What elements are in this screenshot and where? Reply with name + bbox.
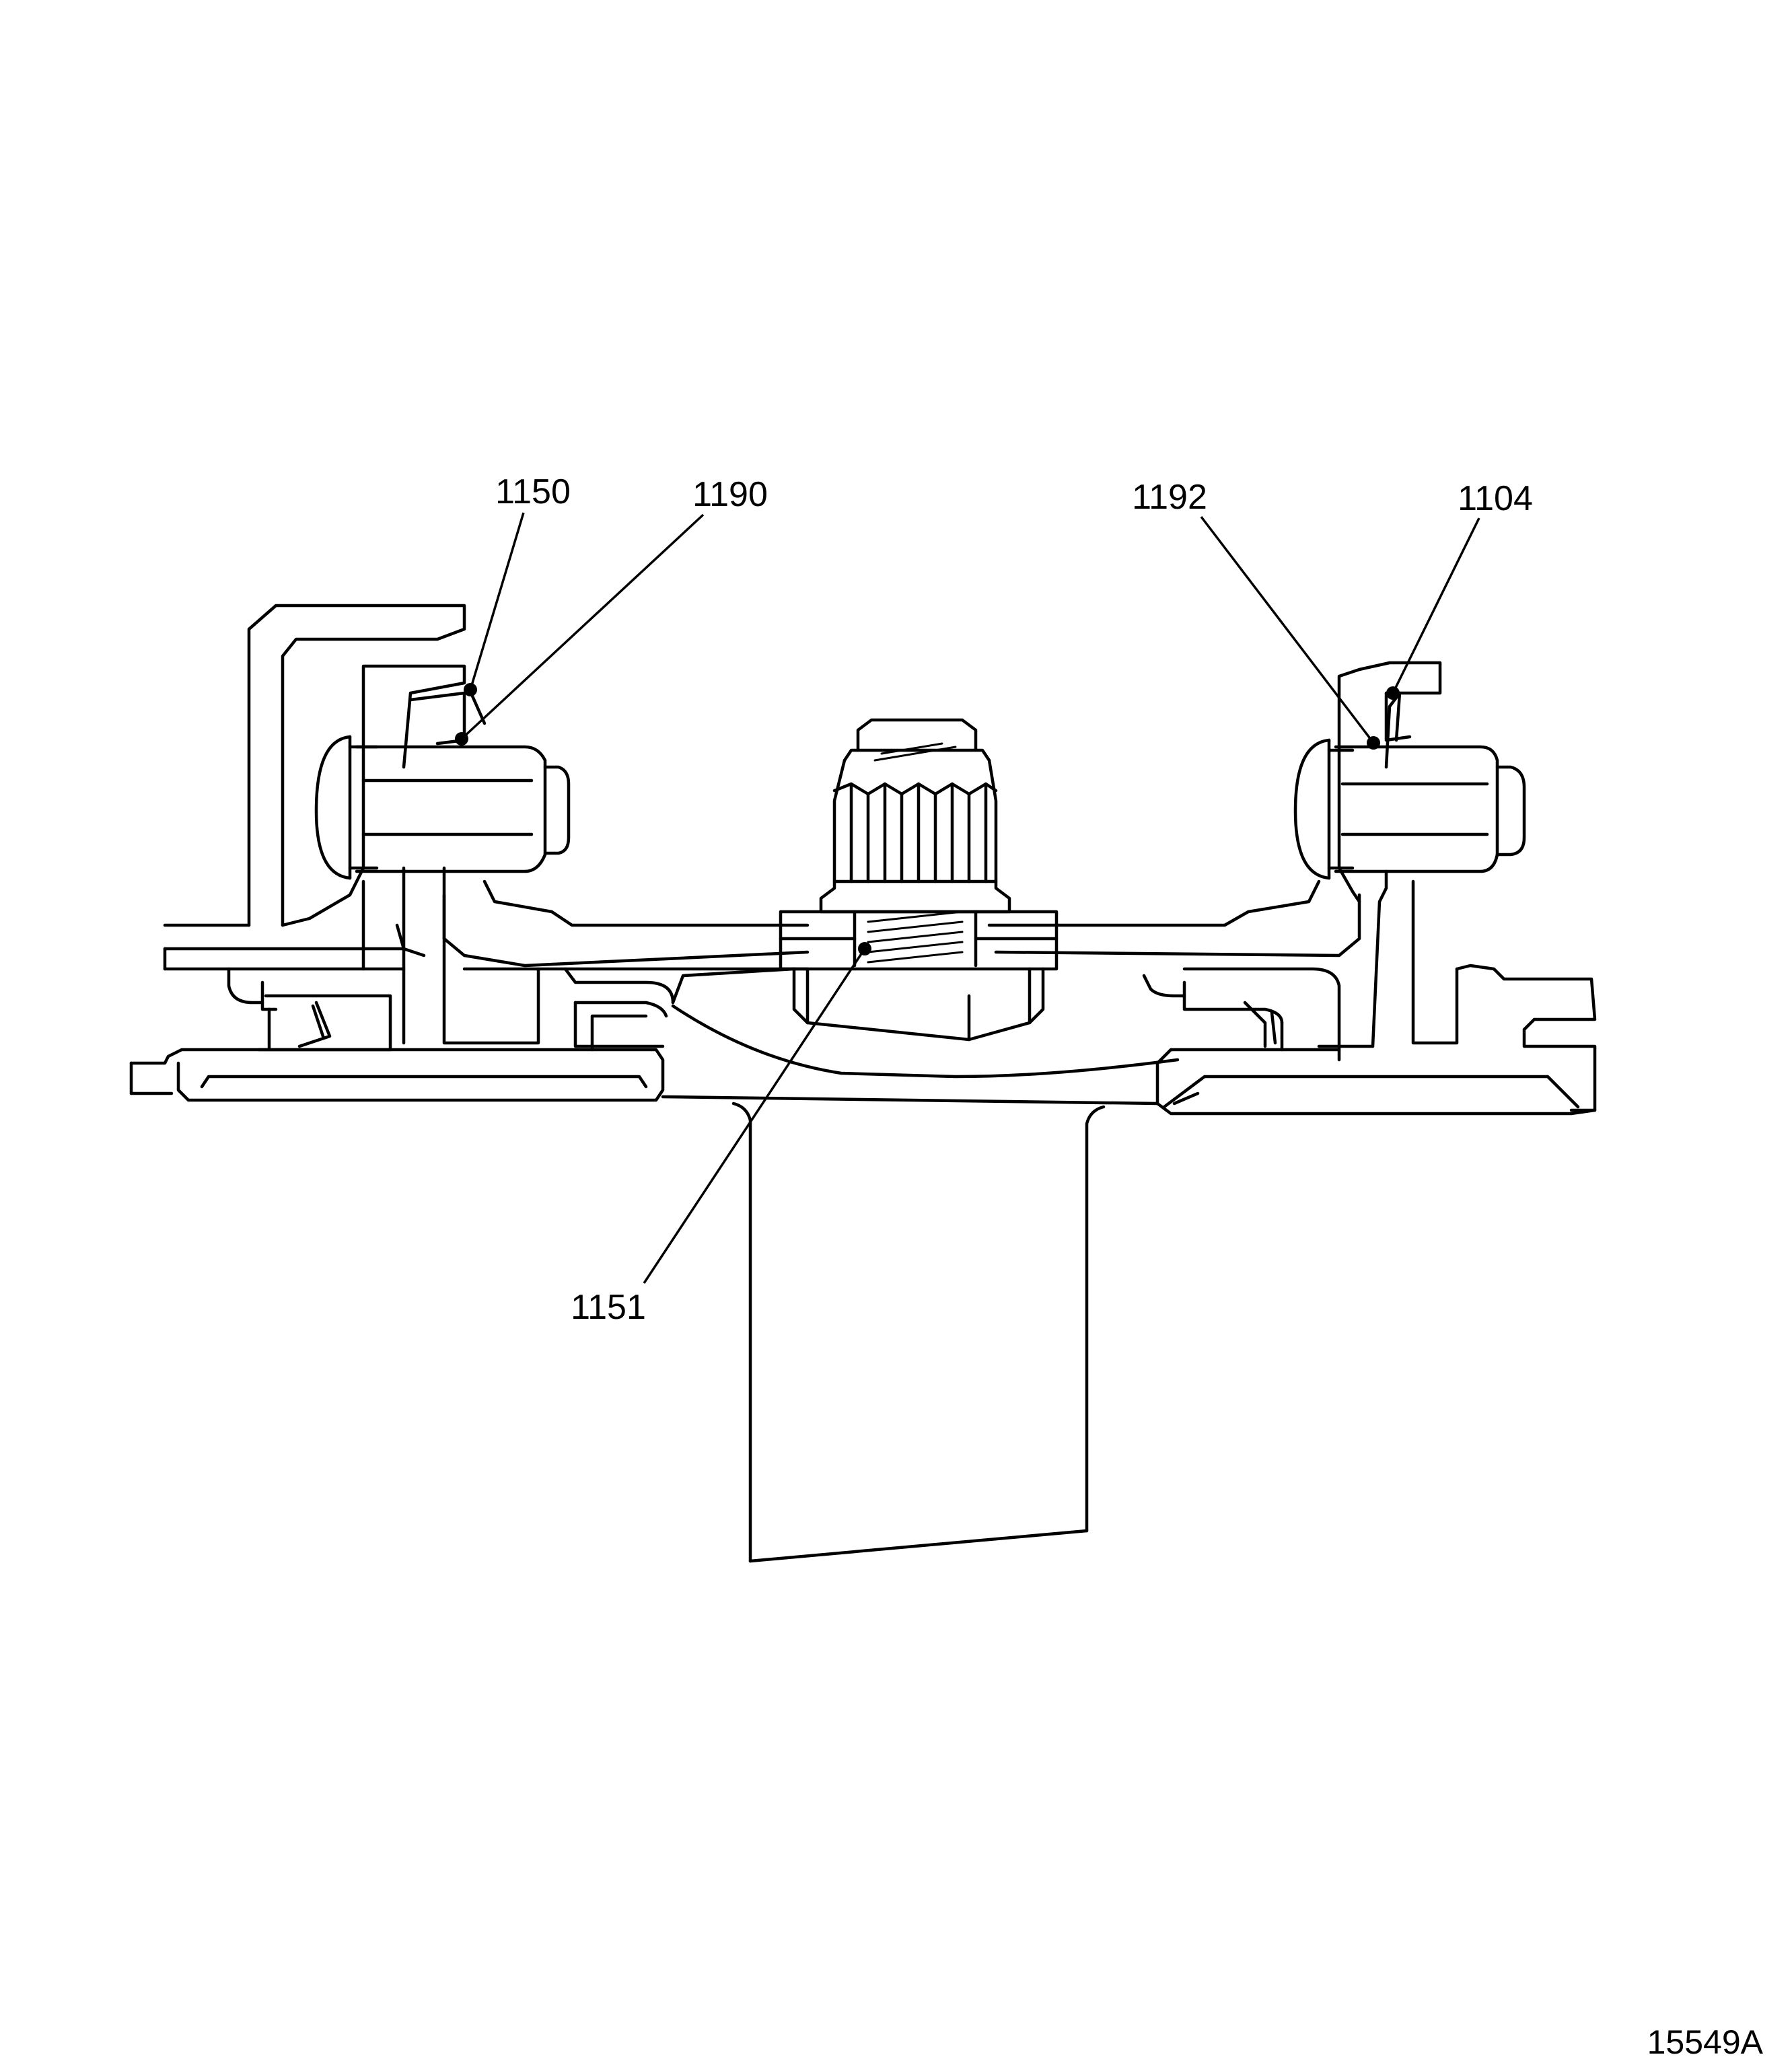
callout-1190: 1190: [692, 475, 768, 514]
left-housing: [163, 604, 466, 971]
leader-dot-1104: [1386, 686, 1400, 700]
leader-dot-1150: [464, 683, 477, 696]
callout-leaders: [455, 512, 1480, 1284]
callout-1150: 1150: [495, 472, 571, 511]
leader-1192: [1200, 515, 1375, 744]
leader-dot-1190: [455, 732, 468, 746]
center-tube: [661, 1004, 1180, 1563]
leader-1104: [1392, 517, 1480, 694]
right-housing: [1293, 661, 1526, 1048]
leader-1190: [460, 513, 705, 740]
center-bolt-stack: [779, 718, 1059, 1042]
left-lower-channel: [129, 866, 796, 1102]
center-beam: [163, 879, 1361, 971]
figure-id: 15549A: [1647, 2023, 1764, 2061]
leader-1151: [643, 948, 866, 1284]
leader-dot-1192: [1367, 736, 1380, 750]
right-lower-channel: [1142, 879, 1597, 1116]
left-stud: [355, 691, 571, 873]
callout-1151: 1151: [571, 1288, 646, 1327]
leader-1150: [469, 512, 525, 690]
callout-labels: 1150 1190 1192 1104 1151: [495, 472, 1533, 1327]
callout-1104: 1104: [1458, 479, 1533, 518]
callout-1192: 1192: [1132, 478, 1207, 517]
leader-dot-1151: [858, 942, 871, 955]
